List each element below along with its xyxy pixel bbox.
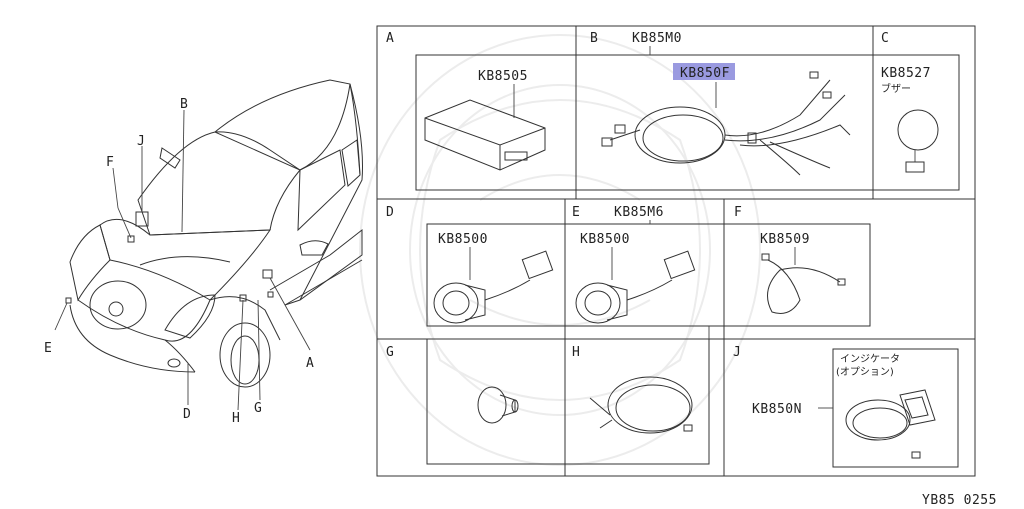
diagram-code: YB85 0255 <box>922 493 997 508</box>
part-c-buzzer: KB8527 ブザー <box>881 66 939 173</box>
callout-f: F <box>106 155 114 170</box>
panel-letter-f: F <box>734 205 742 220</box>
part-number-kb8505: KB8505 <box>478 69 528 84</box>
callout-a: A <box>306 356 314 371</box>
part-d-sensor: KB8500 <box>433 232 554 324</box>
part-j-indicator: インジケータ (オプション) KB850N <box>752 353 936 459</box>
callout-g: G <box>254 401 262 416</box>
callout-b: B <box>180 97 188 112</box>
panel-letter-e: E <box>572 205 580 220</box>
callout-j: J <box>137 134 145 149</box>
group-number-kb85m0: KB85M0 <box>632 31 682 46</box>
part-a-control-unit: KB8505 <box>424 69 546 171</box>
panel-letter-b: B <box>590 31 598 46</box>
part-number-kb8500-d: KB8500 <box>438 232 488 247</box>
part-number-kb850n: KB850N <box>752 402 802 417</box>
vehicle-leader-lines <box>54 109 311 411</box>
callout-h: H <box>232 411 240 426</box>
part-note-buzzer: ブザー <box>881 82 911 95</box>
panel-letter-h: H <box>572 345 580 360</box>
part-note-option: (オプション) <box>836 366 894 378</box>
callout-e: E <box>44 341 52 356</box>
part-g-grommet <box>477 386 519 424</box>
callout-d: D <box>183 407 191 422</box>
part-h-wire <box>589 376 693 434</box>
panel-letter-g: G <box>386 345 394 360</box>
watermark <box>359 34 761 466</box>
part-number-kb850f: KB850F <box>680 66 730 81</box>
part-b-harness: KB85M0 KB850F <box>601 31 851 176</box>
panel-letter-a: A <box>386 31 394 46</box>
part-f-harness: KB8509 <box>760 232 846 314</box>
part-e-sensor: KB85M6 KB8500 <box>575 205 696 324</box>
panel-letter-c: C <box>881 31 889 46</box>
panel-letter-j: J <box>733 345 741 360</box>
part-number-kb8527: KB8527 <box>881 66 931 81</box>
part-number-kb8500-e: KB8500 <box>580 232 630 247</box>
panel-letter-d: D <box>386 205 394 220</box>
highlight-kb850f <box>673 63 735 80</box>
part-number-kb8509: KB8509 <box>760 232 810 247</box>
part-note-indicator: インジケータ <box>840 353 900 365</box>
parts-grid <box>376 25 976 477</box>
panel-letters: A B C D E F G H J <box>386 31 889 360</box>
vehicle-callouts: B J F E D H G A <box>44 97 314 426</box>
vehicle-drawing <box>65 79 363 388</box>
group-number-kb85m6: KB85M6 <box>614 205 664 220</box>
